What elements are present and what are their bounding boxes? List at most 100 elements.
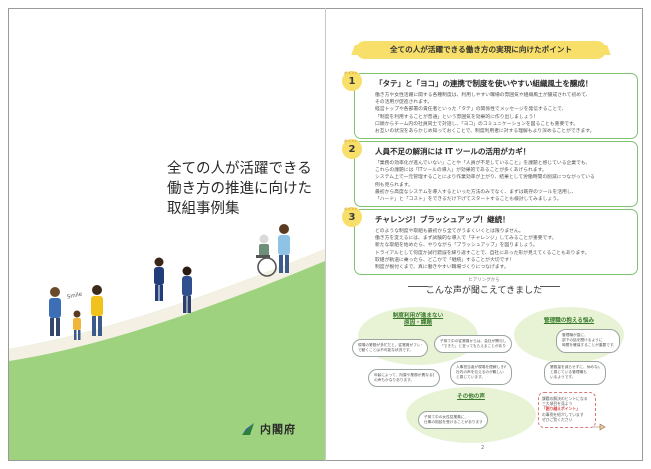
voice-bubble: 現場の業務が多忙だと、従業員がフレックス制度 で動くことは不可能な状況です。 bbox=[352, 339, 428, 358]
bubble-line: 管理職が直に、 bbox=[562, 333, 588, 337]
point-box-2: ポイント 2 人員不足の解消には IT ツールの活用がカギ！ 「業務の効率化が進… bbox=[342, 139, 638, 208]
spread-divider bbox=[325, 8, 326, 461]
bubble-line: 年齢によって、所属や業務が異なる部署 bbox=[374, 373, 434, 377]
bubble-line: で動くことは不可能な状況です。 bbox=[358, 348, 413, 353]
child-icon bbox=[73, 310, 81, 340]
point-line: 例も見られます。 bbox=[375, 182, 413, 188]
bubble-line: 社内の声を伝えるのが難しい bbox=[456, 370, 504, 375]
point-heading: 人員不足の解消には IT ツールの活用がカギ！ bbox=[375, 147, 531, 156]
point-line: 制度が根付くまで、真に働きやすい職場づくりにつなげます。 bbox=[375, 265, 509, 271]
page-number: 2 bbox=[481, 445, 485, 451]
callout-line: ぜひご覧ください bbox=[542, 416, 573, 422]
voices-rule bbox=[540, 286, 560, 287]
cover-title: 全ての人が活躍できる 働き方の推進に向けた 取組事例集 bbox=[167, 159, 312, 219]
cover-title-line: 働き方の推進に向けた bbox=[167, 181, 312, 197]
point-tag: ポイント bbox=[344, 71, 358, 75]
point-body: どのような制度や取組も最初から全てがうまくいくとは限りません。 働き方を変えるに… bbox=[375, 228, 631, 271]
voice-bubble: 業務量を減らせずに、休めない と感じている管理職も いるようです。 bbox=[544, 361, 606, 385]
bubble-line: 業務量を減らせずに、休めない bbox=[550, 365, 600, 369]
cloud-label-other: その他の声 bbox=[457, 394, 485, 400]
bubble-line: の声もかなりあります。 bbox=[374, 378, 415, 383]
bubble-line: と感じています。 bbox=[456, 375, 486, 380]
content-page: 全ての人が活躍できる働き方の実現に向けたポイント ポイント 1 「タテ」と「ヨコ… bbox=[326, 9, 642, 460]
businessman-icon bbox=[182, 266, 192, 313]
point-line: 取組が軌道に乗ったら、どこかで「継続」することが大切です！ bbox=[375, 257, 514, 263]
point-line: 働き方を変えるには、まず試験的な導入で「チャレンジ」してみることが重要です。 bbox=[375, 236, 557, 242]
point-line: その活用が促進されます。 bbox=[375, 100, 433, 106]
cover-title-line: 全ての人が活躍できる bbox=[167, 161, 312, 177]
hint-callout: 課題の解決のヒントになる 三大項目を見よう 「困り越えポイント」 の事例を紹介し… bbox=[538, 392, 596, 428]
cloud-label-line: 制度利用が進まない bbox=[392, 313, 444, 319]
point-line: 働き方や女性活躍に関する各種制度は、利用しやすい職場の雰囲気や組織風土が醸成され… bbox=[375, 93, 591, 98]
point-box-1: ポイント 1 「タテ」と「ヨコ」の連携で制度を使いやすい組織風土を醸成！ 働き方… bbox=[342, 71, 638, 140]
callout-line: 三大項目を見よう bbox=[542, 401, 573, 407]
point-number: 3 bbox=[348, 212, 356, 223]
point-number: 2 bbox=[348, 144, 356, 155]
point-line: 「業務の効率化が進んでいない」ことや「人員が不足していること」を課題と感じている… bbox=[375, 161, 591, 166]
point-line: お互いの状況をあらかじめ知っておくことで、制度利用者に対する理解もより深めること… bbox=[375, 129, 595, 135]
voices-title: こんな声が聞こえてきました bbox=[425, 286, 543, 296]
bubble-line: 仕事の相談を受けることがあります。 bbox=[424, 420, 482, 425]
point-line: トライアルとして何度か試行錯誤を繰り返すことで、自社にあった形が見えてくることも… bbox=[375, 250, 590, 256]
voice-bubble: 子育て中の従業員からは、会社が関与したことにより 「できた」と言ってもらえること… bbox=[434, 335, 512, 354]
callout-line: 「困り越えポイント」 bbox=[542, 406, 580, 412]
point-line: 新たな取組を始めたら、やりながら「ブラッシュアップ」を図りましょう。 bbox=[375, 243, 538, 249]
callout-line: の事例を紹介しています bbox=[542, 411, 584, 417]
point-tag: ポイント bbox=[344, 207, 358, 211]
voice-bubble: 管理職が直に、 部下の話を聞けるように 時間を確保することが重要です。 bbox=[556, 329, 620, 353]
point-line: 「ハード」と「コスト」をできるだけ下げてスタートすることも検討してみましょう。 bbox=[375, 197, 562, 203]
voices-rule bbox=[408, 286, 428, 287]
cover-page: Smile 全ての人が活躍できる 働き方の推進に向けた 取組事例集 内閣府 bbox=[9, 9, 325, 460]
hill-illustration bbox=[9, 224, 325, 460]
voice-bubble: 年齢によって、所属や業務が異なる部署 の声もかなりあります。 bbox=[368, 369, 440, 388]
bubble-line: 人事担当者が現場を理解しきれず、 bbox=[456, 365, 506, 369]
cloud-label-line: 原因・課題 bbox=[404, 320, 432, 326]
bubble-line: 子育て中の従業員からは、会社が関与したことにより bbox=[440, 339, 506, 343]
bubble-line: 子育て中の女性従業員に、 bbox=[424, 415, 469, 419]
point-line: どのような制度や取組も最初から全てがうまくいくとは限りません。 bbox=[375, 229, 524, 234]
bubble-line: 時間を確保することが重要です。 bbox=[562, 343, 614, 348]
org-logo: 内閣府 bbox=[241, 421, 296, 437]
point-number-badge: ポイント 3 bbox=[341, 206, 363, 228]
point-body: 「業務の効率化が進んでいない」ことや「人員が不足していること」を課題と感じている… bbox=[375, 160, 631, 203]
caregiver-icon bbox=[278, 224, 290, 273]
point-number: 1 bbox=[348, 76, 356, 87]
voices-heading: ヒアリングから こんな声が聞こえてきました bbox=[424, 277, 544, 296]
point-box-3: ポイント 3 チャレンジ！ブラッシュアップ！継続！ どのような制度や取組も最初か… bbox=[342, 207, 638, 276]
bubble-line: 「できた」と言ってもらえることがありました。 bbox=[440, 344, 506, 349]
logo-icon bbox=[242, 423, 254, 435]
businesswoman-icon bbox=[154, 257, 164, 301]
point-number-badge: ポイント 1 bbox=[341, 70, 363, 92]
badge-icon bbox=[342, 207, 362, 227]
points-banner: 全ての人が活躍できる働き方の実現に向けたポイント bbox=[356, 41, 606, 59]
cover-title-line: 取組事例集 bbox=[167, 201, 240, 217]
bubble-line: 部下の話を聞けるように bbox=[562, 338, 603, 343]
point-body: 働き方や女性活躍に関する各種制度は、利用しやすい職場の雰囲気や組織風土が醸成され… bbox=[375, 92, 631, 135]
badge-icon bbox=[342, 139, 362, 159]
callout-line: 課題の解決のヒントになる bbox=[542, 396, 588, 401]
point-line: これらの課題には「ITツールの導入」が効果的であることが多くあげられます。 bbox=[375, 168, 547, 174]
person-icon bbox=[91, 285, 103, 336]
point-heading: チャレンジ！ブラッシュアップ！継続！ bbox=[375, 215, 510, 224]
point-heading: 「タテ」と「ヨコ」の連携で制度を使いやすい組織風土を醸成！ bbox=[375, 79, 593, 88]
voices-subheading: ヒアリングから bbox=[468, 278, 500, 283]
org-name: 内閣府 bbox=[260, 423, 296, 436]
bubble-line: いるようです。 bbox=[550, 375, 576, 380]
bubble-line: 現場の業務が多忙だと、従業員がフレックス制度 bbox=[358, 343, 422, 347]
point-number-badge: ポイント 2 bbox=[341, 138, 363, 160]
voice-bubble: 子育て中の女性従業員に、 仕事の相談を受けることがあります。 bbox=[418, 411, 488, 430]
point-line: 「制度を利用することが普通」という雰囲気を効果的に作り出しましょう！ bbox=[375, 114, 539, 120]
cloud-label-managers: 管理職の抱える悩み bbox=[543, 318, 595, 324]
point-tag: ポイント bbox=[344, 139, 358, 143]
pointing-hand-icon bbox=[593, 423, 606, 431]
bubble-line: と感じている管理職も bbox=[550, 370, 587, 375]
wheelchair-icon bbox=[256, 234, 277, 277]
point-line: 口頭からチーム内の社員同士で対話し、「ヨコ」のコミュニケーションを図ることも重要… bbox=[375, 121, 579, 127]
person-icon bbox=[49, 287, 61, 336]
badge-icon bbox=[342, 71, 362, 91]
point-line: 経営トップや各部署の責任者といった「タテ」の関係性でメッセージを発信することで、 bbox=[375, 107, 567, 113]
point-line: システム上で一元管理することにより作業効率が上がり、結果として労働時間の削減につ… bbox=[375, 175, 595, 181]
voice-bubble: 人事担当者が現場を理解しきれず、 社内の声を伝えるのが難しい と感じています。 bbox=[450, 361, 512, 385]
point-line: 最初から高度なシステムを導入するといった方法のみでなく、まずは既存のツールを活用… bbox=[375, 189, 577, 195]
cloud-label-causes: 制度利用が進まない 原因・課題 bbox=[388, 313, 448, 327]
